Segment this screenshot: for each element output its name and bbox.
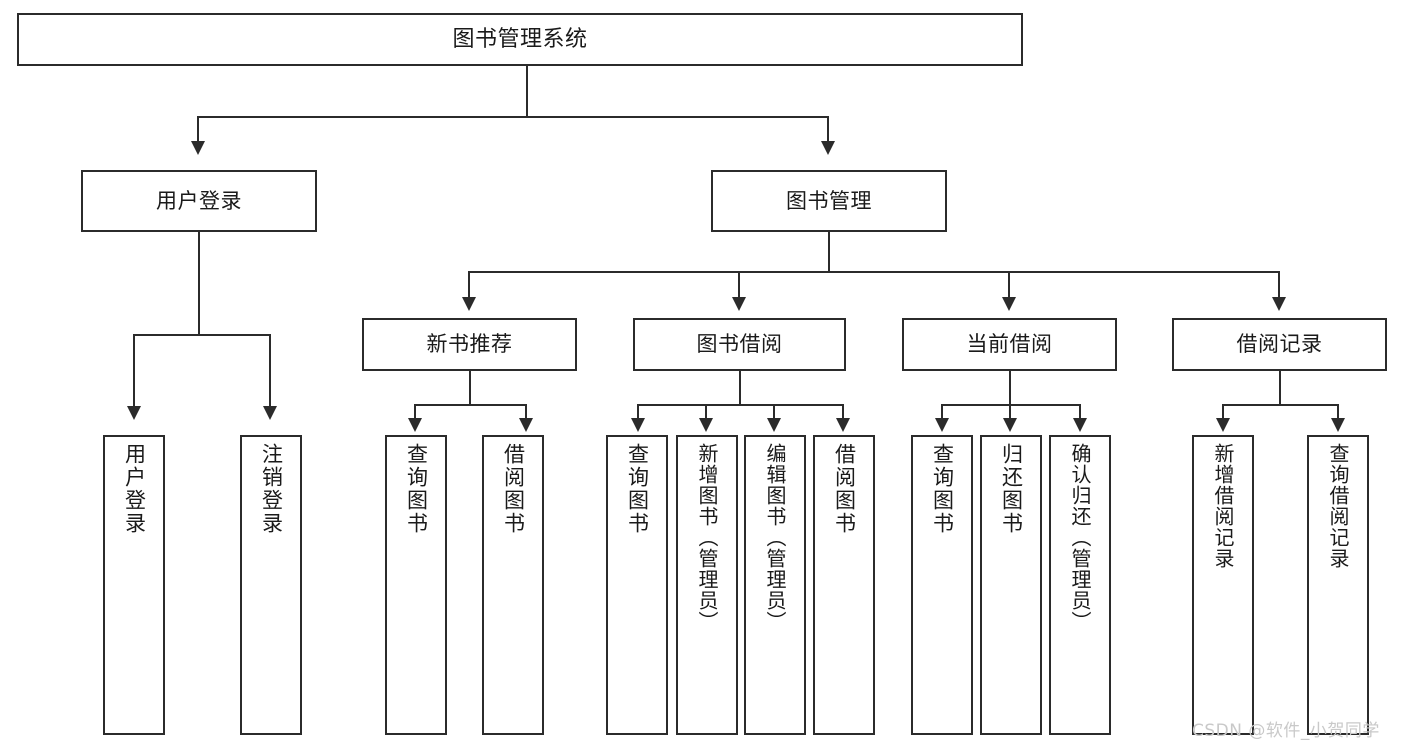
node-current-borrow[interactable]: 当前借阅 [902,318,1117,371]
node-leaf-return-book[interactable]: 归还图书 [980,435,1042,735]
connector-bm-to-current-borrow [1008,271,1010,299]
node-leaf-add-record[interactable]: 新增借阅记录 [1192,435,1254,735]
node-leaf-add-book[interactable]: 新增图书（管理员） [676,435,738,735]
connector-root-to-book-management [827,116,829,143]
node-label: 查询图书 [404,443,429,535]
connector-bb-to-leaf-2 [705,404,707,420]
arrowhead-leaf-add-book [699,418,713,432]
node-leaf-borrow-book-1[interactable]: 借阅图书 [482,435,544,735]
connector-bb-bus [637,404,844,406]
node-user-login[interactable]: 用户登录 [81,170,317,232]
arrowhead-leaf-add-record [1216,418,1230,432]
node-leaf-confirm-return[interactable]: 确认归还（管理员） [1049,435,1111,735]
connector-user-login-stem [198,232,200,335]
node-leaf-query-book-1[interactable]: 查询图书 [385,435,447,735]
node-label: 查询图书 [625,443,650,535]
arrowhead-leaf-query-book-1 [408,418,422,432]
node-label: 用户登录 [156,188,242,213]
node-label: 查询借阅记录 [1326,443,1350,569]
connector-user-login-to-leaf-1 [133,334,135,408]
connector-bb-to-leaf-3 [773,404,775,420]
connector-nbr-stem [469,371,471,405]
connector-bb-to-leaf-1 [637,404,639,420]
arrowhead-leaf-query-book-2 [631,418,645,432]
connector-nbr-bus [414,404,527,406]
connector-bb-to-leaf-4 [842,404,844,420]
node-label: 查询图书 [930,443,955,535]
node-label: 注销登录 [259,443,284,535]
arrowhead-leaf-query-record [1331,418,1345,432]
connector-cb-to-leaf-2 [1009,404,1011,420]
connector-book-management-bus [468,271,1280,273]
node-label: 用户登录 [122,443,147,535]
node-label: 当前借阅 [966,332,1053,357]
connector-bb-stem [739,371,741,405]
node-leaf-query-book-3[interactable]: 查询图书 [911,435,973,735]
arrowhead-leaf-confirm-return [1073,418,1087,432]
arrowhead-leaf-borrow-book-1 [519,418,533,432]
arrowhead-current-borrow [1002,297,1016,311]
connector-bm-to-borrow-record [1278,271,1280,299]
connector-br-stem [1279,371,1281,405]
arrowhead-leaf-edit-book [767,418,781,432]
connector-cb-bus [941,404,1081,406]
arrowhead-leaf-user-login [127,406,141,420]
connector-nbr-to-leaf-2 [525,404,527,420]
connector-br-bus [1222,404,1339,406]
node-label: 新书推荐 [426,332,513,357]
connector-user-login-to-leaf-2 [269,334,271,408]
node-root-book-management-system[interactable]: 图书管理系统 [17,13,1023,66]
node-leaf-query-book-2[interactable]: 查询图书 [606,435,668,735]
watermark-text: CSDN @软件_小贺同学 [1192,721,1380,741]
node-label: 图书管理系统 [452,26,588,52]
node-leaf-query-record[interactable]: 查询借阅记录 [1307,435,1369,735]
connector-user-login-bus [133,334,270,336]
arrowhead-leaf-borrow-book-2 [836,418,850,432]
arrowhead-leaf-query-book-3 [935,418,949,432]
node-new-book-recommend[interactable]: 新书推荐 [362,318,577,371]
node-book-management[interactable]: 图书管理 [711,170,947,232]
node-label: 编辑图书（管理员） [763,443,787,632]
connector-cb-to-leaf-3 [1079,404,1081,420]
node-leaf-user-login[interactable]: 用户登录 [103,435,165,735]
node-borrow-record[interactable]: 借阅记录 [1172,318,1387,371]
connector-book-management-stem [828,232,830,272]
connector-bm-to-new-book-recommend [468,271,470,299]
node-book-borrow[interactable]: 图书借阅 [633,318,846,371]
node-label: 确认归还（管理员） [1068,443,1092,632]
arrowhead-user-login [191,141,205,155]
connector-root-bus [197,116,829,118]
node-leaf-edit-book[interactable]: 编辑图书（管理员） [744,435,806,735]
connector-bm-to-book-borrow [738,271,740,299]
connector-br-to-leaf-2 [1337,404,1339,420]
connector-cb-to-leaf-1 [941,404,943,420]
connector-root-stem [526,66,528,117]
node-label: 借阅图书 [501,443,526,535]
node-label: 新增借阅记录 [1211,443,1235,569]
node-label: 借阅图书 [832,443,857,535]
connector-root-to-user-login [197,116,199,143]
arrowhead-new-book-recommend [462,297,476,311]
node-label: 归还图书 [999,443,1024,535]
arrowhead-leaf-return-book [1003,418,1017,432]
connector-cb-stem [1009,371,1011,405]
node-label: 图书借阅 [696,332,783,357]
node-label: 图书管理 [786,188,872,213]
arrowhead-book-management [821,141,835,155]
node-label: 新增图书（管理员） [695,443,719,632]
connector-nbr-to-leaf-1 [414,404,416,420]
arrowhead-leaf-logout-login [263,406,277,420]
node-leaf-borrow-book-2[interactable]: 借阅图书 [813,435,875,735]
node-label: 借阅记录 [1236,332,1323,357]
connector-br-to-leaf-1 [1222,404,1224,420]
arrowhead-book-borrow [732,297,746,311]
node-leaf-logout-login[interactable]: 注销登录 [240,435,302,735]
arrowhead-borrow-record [1272,297,1286,311]
